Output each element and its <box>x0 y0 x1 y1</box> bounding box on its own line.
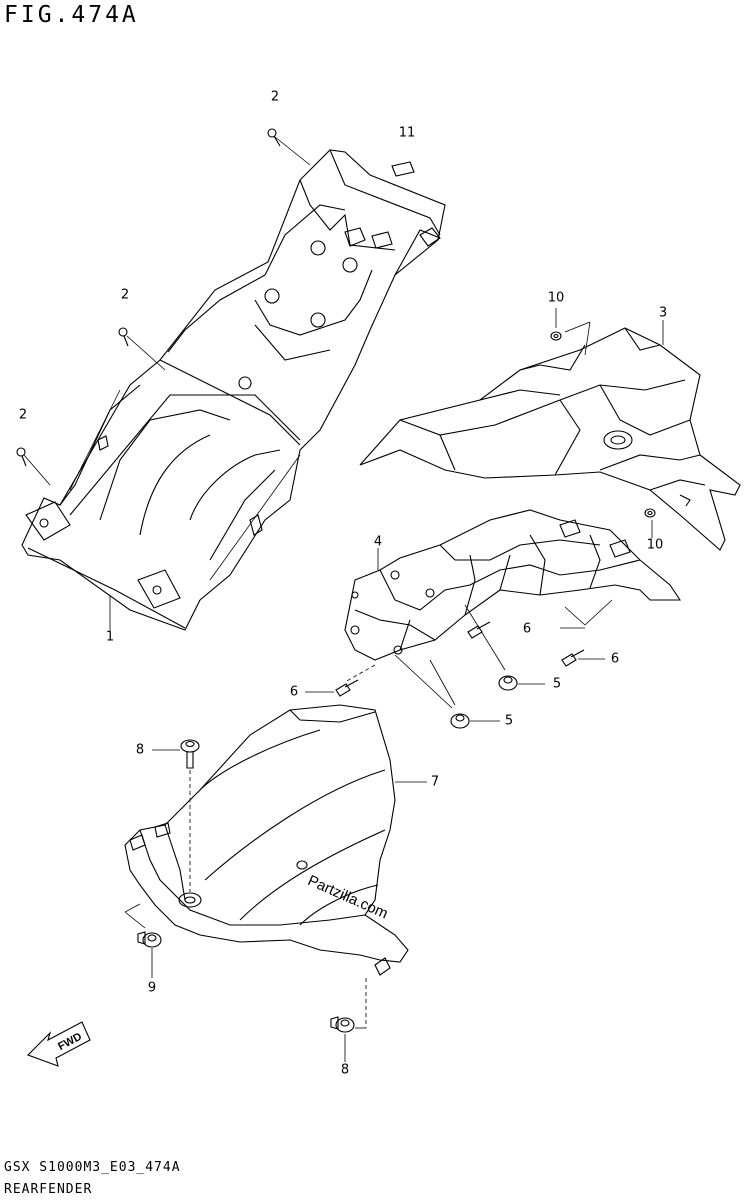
callout-6: 6 <box>522 621 532 637</box>
callout-7: 7 <box>430 774 440 790</box>
part-4-bracket <box>344 509 682 661</box>
callout-2: 2 <box>270 89 280 105</box>
part-8-bolt-upper <box>180 739 200 769</box>
callout-6: 6 <box>289 684 299 700</box>
callout-11: 11 <box>398 125 416 141</box>
part-1-rear-fender <box>21 149 446 631</box>
part-10-grommet-top <box>550 331 562 341</box>
part-2-screw-mid <box>118 327 129 347</box>
callout-1: 1 <box>105 629 115 645</box>
part-7-hugger <box>124 704 409 976</box>
callout-9: 9 <box>147 980 157 996</box>
callout-5: 5 <box>552 676 562 692</box>
callout-2: 2 <box>120 287 130 303</box>
part-2-screw-left <box>16 447 27 467</box>
callout-6: 6 <box>610 651 620 667</box>
part-3-tail-cover <box>359 327 741 551</box>
callout-10: 10 <box>547 290 565 306</box>
callout-5: 5 <box>504 713 514 729</box>
part-10-grommet-right <box>644 508 656 518</box>
figure-code: GSX S1000M3_E03_474A <box>4 1160 181 1175</box>
part-11-pad <box>391 161 415 177</box>
callout-2: 2 <box>18 407 28 423</box>
part-8-bolt-lower <box>330 1016 355 1033</box>
callout-4: 4 <box>373 534 383 550</box>
callout-8: 8 <box>340 1062 350 1078</box>
figure-name: REARFENDER <box>4 1182 93 1197</box>
callout-3: 3 <box>658 305 668 321</box>
part-6-screw-right <box>561 649 585 667</box>
part-5-nut-lower <box>450 713 470 729</box>
figure-title: FIG.474A <box>4 2 139 28</box>
part-6-screw-left <box>335 679 359 697</box>
part-5-nut-upper <box>498 675 518 691</box>
fwd-arrow-icon: FWD <box>27 1021 91 1067</box>
callout-8: 8 <box>135 742 145 758</box>
part-2-screw-top <box>267 128 281 147</box>
callout-10: 10 <box>646 537 664 553</box>
part-9-bolt <box>137 931 162 948</box>
part-6-screw-mid <box>467 621 491 639</box>
